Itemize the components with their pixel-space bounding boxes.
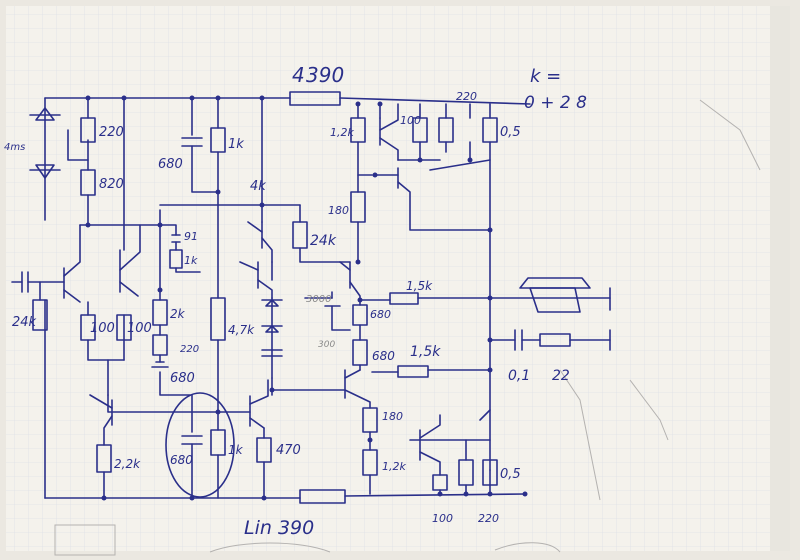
capacitors xyxy=(21,271,523,351)
resistor-220-bottom xyxy=(458,459,474,486)
label-r1-5k-b: 1,5k xyxy=(410,344,441,360)
label-r0-5-a: 0,5 xyxy=(500,125,521,140)
label-c3000: 3000 xyxy=(306,294,331,305)
label-cap680-a: 680 xyxy=(158,157,183,172)
resistor-820 xyxy=(80,169,96,196)
label-r1k-c: 1k xyxy=(228,443,244,457)
label-c0-1: 0,1 xyxy=(508,368,530,384)
resistor-180-top xyxy=(350,191,366,223)
label-r680-b: 680 xyxy=(372,349,395,363)
label-r470: 470 xyxy=(276,443,301,458)
label-r180-b: 180 xyxy=(382,410,403,423)
label-r220-d: 220 xyxy=(478,512,499,525)
label-r1k-a: 1k xyxy=(228,137,244,152)
resistor-100-top xyxy=(412,117,428,143)
label-r24k-a: 24k xyxy=(310,233,337,249)
label-bottom: Lin 390 xyxy=(244,517,314,539)
resistor-180-lower xyxy=(362,407,378,433)
label-r220-c: 220 xyxy=(180,344,199,355)
label-r220-a: 220 xyxy=(99,125,124,140)
label-r220-b: 220 xyxy=(456,90,477,103)
label-r100-c: 100 xyxy=(127,321,152,336)
label-r4-7k: 4,7k xyxy=(228,323,255,337)
capacitor-3000 xyxy=(324,291,341,307)
resistor-1k-top xyxy=(210,127,226,153)
label-c91: 91 xyxy=(184,230,198,243)
resistor-24k-input xyxy=(32,299,48,331)
resistor-220-top xyxy=(80,117,96,143)
input-capacitor xyxy=(21,271,29,293)
junctions xyxy=(85,95,528,501)
label-k-val: 0 + 2 8 xyxy=(524,93,587,113)
label-r1k-b: 1k xyxy=(184,254,198,267)
resistor-0-5-bottom xyxy=(482,459,498,486)
resistor-680-upper xyxy=(352,304,368,326)
circuit-wiring xyxy=(11,97,611,499)
page-edge xyxy=(770,6,790,551)
resistor-0-5-top xyxy=(482,117,498,143)
resistor-100-left xyxy=(80,314,96,341)
label-r22: 22 xyxy=(552,368,570,384)
label-r1-5k-a: 1,5k xyxy=(406,279,433,293)
label-r-top-prefix: 4 xyxy=(292,63,305,87)
resistor-1k-lower xyxy=(210,429,226,456)
resistor-390-bottom xyxy=(299,489,346,504)
pencil-marks xyxy=(54,99,761,556)
resistor-24k-right xyxy=(292,221,308,249)
label-r24k-input: 24k xyxy=(12,315,37,330)
resistor-1-2k xyxy=(350,117,366,143)
resistor-1-5k-upper xyxy=(389,292,419,305)
resistor-220-mid xyxy=(152,334,168,356)
label-r2k: 2k xyxy=(170,307,186,321)
label-r2-2k: 2,2k xyxy=(114,457,141,471)
resistor-1-5k-lower xyxy=(397,365,429,378)
resistor-390-top xyxy=(289,91,341,106)
resistor-4-7k xyxy=(210,297,226,341)
label-r100-a: 100 xyxy=(400,114,421,127)
label-r4k: 4k xyxy=(250,179,266,194)
label-r820: 820 xyxy=(99,177,124,192)
label-r1-2k: 1,2k xyxy=(330,126,354,139)
resistor-220-top-right xyxy=(438,117,454,143)
label-r-top: 390 xyxy=(306,63,344,87)
label-r1-2k-b: 1,2k xyxy=(382,460,406,473)
resistor-100-right xyxy=(116,314,132,341)
resistor-680-lower xyxy=(352,339,368,366)
label-r680-a: 680 xyxy=(370,308,391,321)
resistors xyxy=(32,91,571,504)
resistor-1-2k-lower xyxy=(362,449,378,476)
resistor-2k xyxy=(152,299,168,326)
label-r0-5-b: 0,5 xyxy=(500,467,521,482)
label-cap680-b: 680 xyxy=(170,371,195,386)
label-diode-note: 4ms xyxy=(4,142,25,153)
resistor-470 xyxy=(256,437,272,463)
resistor-1k-small xyxy=(169,249,183,269)
highlight-circle xyxy=(165,392,235,498)
label-cap680-c: 680 xyxy=(170,453,193,467)
resistor-2-2k xyxy=(96,444,112,473)
label-k-eq: k = xyxy=(530,66,561,87)
resistor-100-bottom xyxy=(432,474,448,491)
label-r100-b: 100 xyxy=(90,321,115,336)
resistor-22 xyxy=(539,333,571,347)
output-capacitor xyxy=(514,329,523,351)
page-grid xyxy=(6,6,790,551)
label-r100-d: 100 xyxy=(432,512,453,525)
label-r300: 300 xyxy=(318,340,335,350)
component-labels: 4 390 k = 0 + 2 8 4ms 220 820 680 1k 4k … xyxy=(4,63,587,539)
label-r180-a: 180 xyxy=(328,204,349,217)
